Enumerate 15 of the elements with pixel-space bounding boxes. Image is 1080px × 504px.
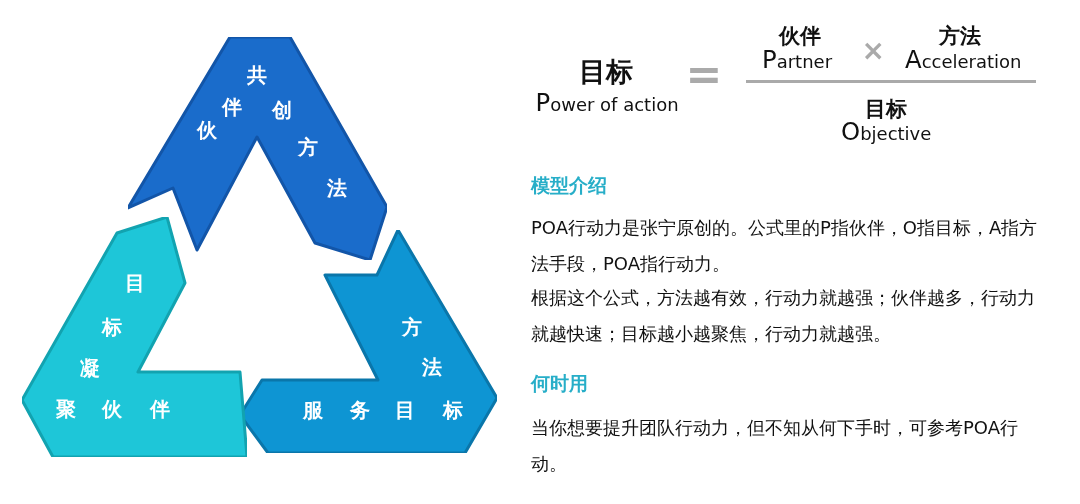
paragraph: POA行动力是张宁原创的。公式里的P指伙伴，O指目标，A指方法手段，POA指行动力。	[531, 216, 1039, 276]
arrow-label: 目标凝聚伙伴	[55, 273, 171, 419]
section-heading: 何时用	[531, 371, 588, 396]
arrow-label: 伙伴共创方法	[196, 65, 348, 198]
formula-term: 目标	[579, 55, 633, 89]
arrow-shape	[22, 217, 247, 457]
multiply-sign: ×	[861, 36, 885, 66]
formula-term: Power of action	[535, 88, 679, 117]
arrow-label: 方法服务目标	[302, 317, 464, 420]
section-heading: 模型介绍	[531, 173, 607, 198]
arrow-shape	[128, 37, 387, 260]
paragraph: 根据这个公式，方法越有效，行动力就越强；伙伴越多，行动力就越快速；目标越小越聚焦，行动力就越强。	[531, 286, 1036, 346]
formula-term: 伙伴	[779, 23, 821, 50]
equals-sign: =	[685, 52, 723, 96]
paragraph: 当你想要提升团队行动力，但不知从何下手时，可参考POA行动。	[531, 416, 1020, 476]
